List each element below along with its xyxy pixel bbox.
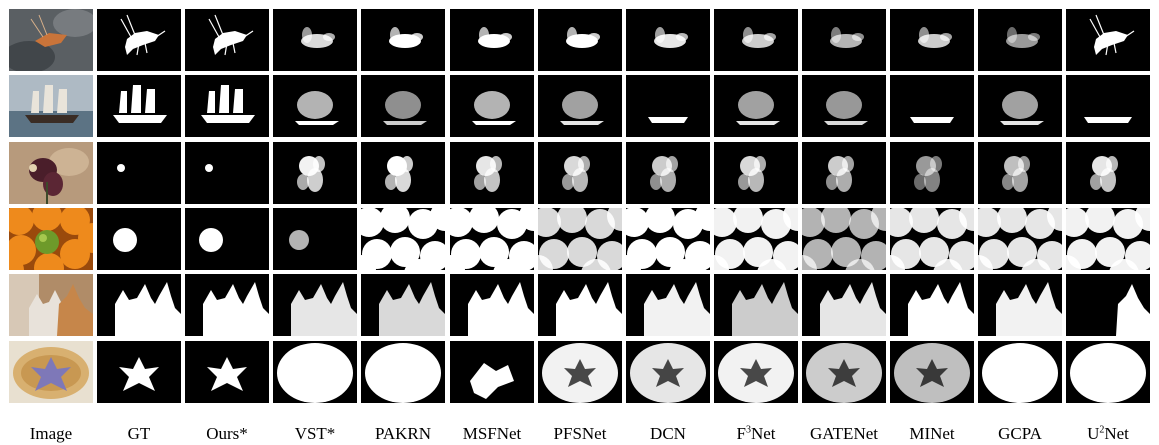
- mask-oranges-dcn: [626, 208, 710, 270]
- mask-flower-msfnet: [450, 142, 534, 204]
- comparison-grid: [9, 9, 1150, 421]
- mask-ship-ours: [185, 75, 269, 137]
- column-label-minet: MINet: [909, 424, 955, 443]
- mask-flower-ours: [185, 142, 269, 204]
- mask-flower-vst: [273, 142, 357, 204]
- mask-starfish-pakrn: [361, 341, 445, 403]
- mask-cats-pakrn: [361, 274, 445, 336]
- mask-flower-pfsnet: [538, 142, 622, 204]
- mask-ship-gt: [97, 75, 181, 137]
- mask-flower-minet: [890, 142, 974, 204]
- photo-flower: [9, 142, 93, 204]
- column-label-pfsnet: PFSNet: [553, 424, 607, 443]
- mask-oranges-minet: [890, 208, 974, 270]
- mask-ship-gatenet: [802, 75, 886, 137]
- mask-flower-f3net: [714, 142, 798, 204]
- mask-shrimp-pakrn: [361, 9, 445, 71]
- mask-ship-minet: [890, 75, 974, 137]
- mask-shrimp-msfnet: [450, 9, 534, 71]
- mask-ship-u2net: [1066, 75, 1150, 137]
- mask-shrimp-gcpa: [978, 9, 1062, 71]
- photo-oranges: [9, 208, 93, 270]
- mask-ship-vst: [273, 75, 357, 137]
- mask-starfish-f3net: [714, 341, 798, 403]
- mask-flower-gcpa: [978, 142, 1062, 204]
- column-label-image: Image: [29, 424, 73, 443]
- mask-oranges-ours: [185, 208, 269, 270]
- mask-oranges-gatenet: [802, 208, 886, 270]
- mask-starfish-pfsnet: [538, 341, 622, 403]
- mask-cats-ours: [185, 274, 269, 336]
- mask-starfish-vst: [273, 341, 357, 403]
- column-label-dcn: DCN: [650, 424, 686, 443]
- mask-flower-u2net: [1066, 142, 1150, 204]
- mask-flower-pakrn: [361, 142, 445, 204]
- photo-ship: [9, 75, 93, 137]
- mask-cats-gatenet: [802, 274, 886, 336]
- mask-cats-dcn: [626, 274, 710, 336]
- mask-oranges-pfsnet: [538, 208, 622, 270]
- mask-shrimp-vst: [273, 9, 357, 71]
- mask-oranges-gcpa: [978, 208, 1062, 270]
- photo-cats: [9, 274, 93, 336]
- column-label-ours: Ours*: [206, 424, 248, 443]
- mask-cats-msfnet: [450, 274, 534, 336]
- mask-oranges-f3net: [714, 208, 798, 270]
- mask-ship-pfsnet: [538, 75, 622, 137]
- mask-oranges-msfnet: [450, 208, 534, 270]
- mask-cats-gcpa: [978, 274, 1062, 336]
- mask-flower-dcn: [626, 142, 710, 204]
- column-label-vst: VST*: [294, 424, 336, 443]
- column-label-gt: GT: [127, 424, 151, 443]
- mask-starfish-gt: [97, 341, 181, 403]
- mask-starfish-minet: [890, 341, 974, 403]
- photo-shrimp: [9, 9, 93, 71]
- mask-shrimp-gt: [97, 9, 181, 71]
- mask-shrimp-f3net: [714, 9, 798, 71]
- column-label-u2net: U2Net: [1087, 424, 1129, 443]
- mask-starfish-msfnet: [450, 341, 534, 403]
- mask-starfish-gcpa: [978, 341, 1062, 403]
- mask-cats-f3net: [714, 274, 798, 336]
- mask-ship-pakrn: [361, 75, 445, 137]
- mask-oranges-u2net: [1066, 208, 1150, 270]
- mask-cats-vst: [273, 274, 357, 336]
- mask-shrimp-pfsnet: [538, 9, 622, 71]
- column-label-pakrn: PAKRN: [374, 424, 432, 443]
- mask-oranges-gt: [97, 208, 181, 270]
- mask-cats-minet: [890, 274, 974, 336]
- mask-shrimp-dcn: [626, 9, 710, 71]
- column-label-msfnet: MSFNet: [462, 424, 522, 443]
- mask-starfish-dcn: [626, 341, 710, 403]
- mask-cats-u2net: [1066, 274, 1150, 336]
- mask-starfish-u2net: [1066, 341, 1150, 403]
- mask-ship-f3net: [714, 75, 798, 137]
- mask-cats-gt: [97, 274, 181, 336]
- mask-ship-gcpa: [978, 75, 1062, 137]
- photo-starfish: [9, 341, 93, 403]
- mask-shrimp-gatenet: [802, 9, 886, 71]
- mask-flower-gatenet: [802, 142, 886, 204]
- mask-starfish-gatenet: [802, 341, 886, 403]
- mask-flower-gt: [97, 142, 181, 204]
- mask-ship-msfnet: [450, 75, 534, 137]
- mask-cats-pfsnet: [538, 274, 622, 336]
- column-label-gatenet: GATENet: [810, 424, 878, 443]
- column-label-f3net: F3Net: [736, 424, 776, 443]
- mask-ship-dcn: [626, 75, 710, 137]
- mask-starfish-ours: [185, 341, 269, 403]
- mask-shrimp-minet: [890, 9, 974, 71]
- mask-oranges-pakrn: [361, 208, 445, 270]
- mask-shrimp-ours: [185, 9, 269, 71]
- mask-shrimp-u2net: [1066, 9, 1150, 71]
- column-label-gcpa: GCPA: [998, 424, 1042, 443]
- mask-oranges-vst: [273, 208, 357, 270]
